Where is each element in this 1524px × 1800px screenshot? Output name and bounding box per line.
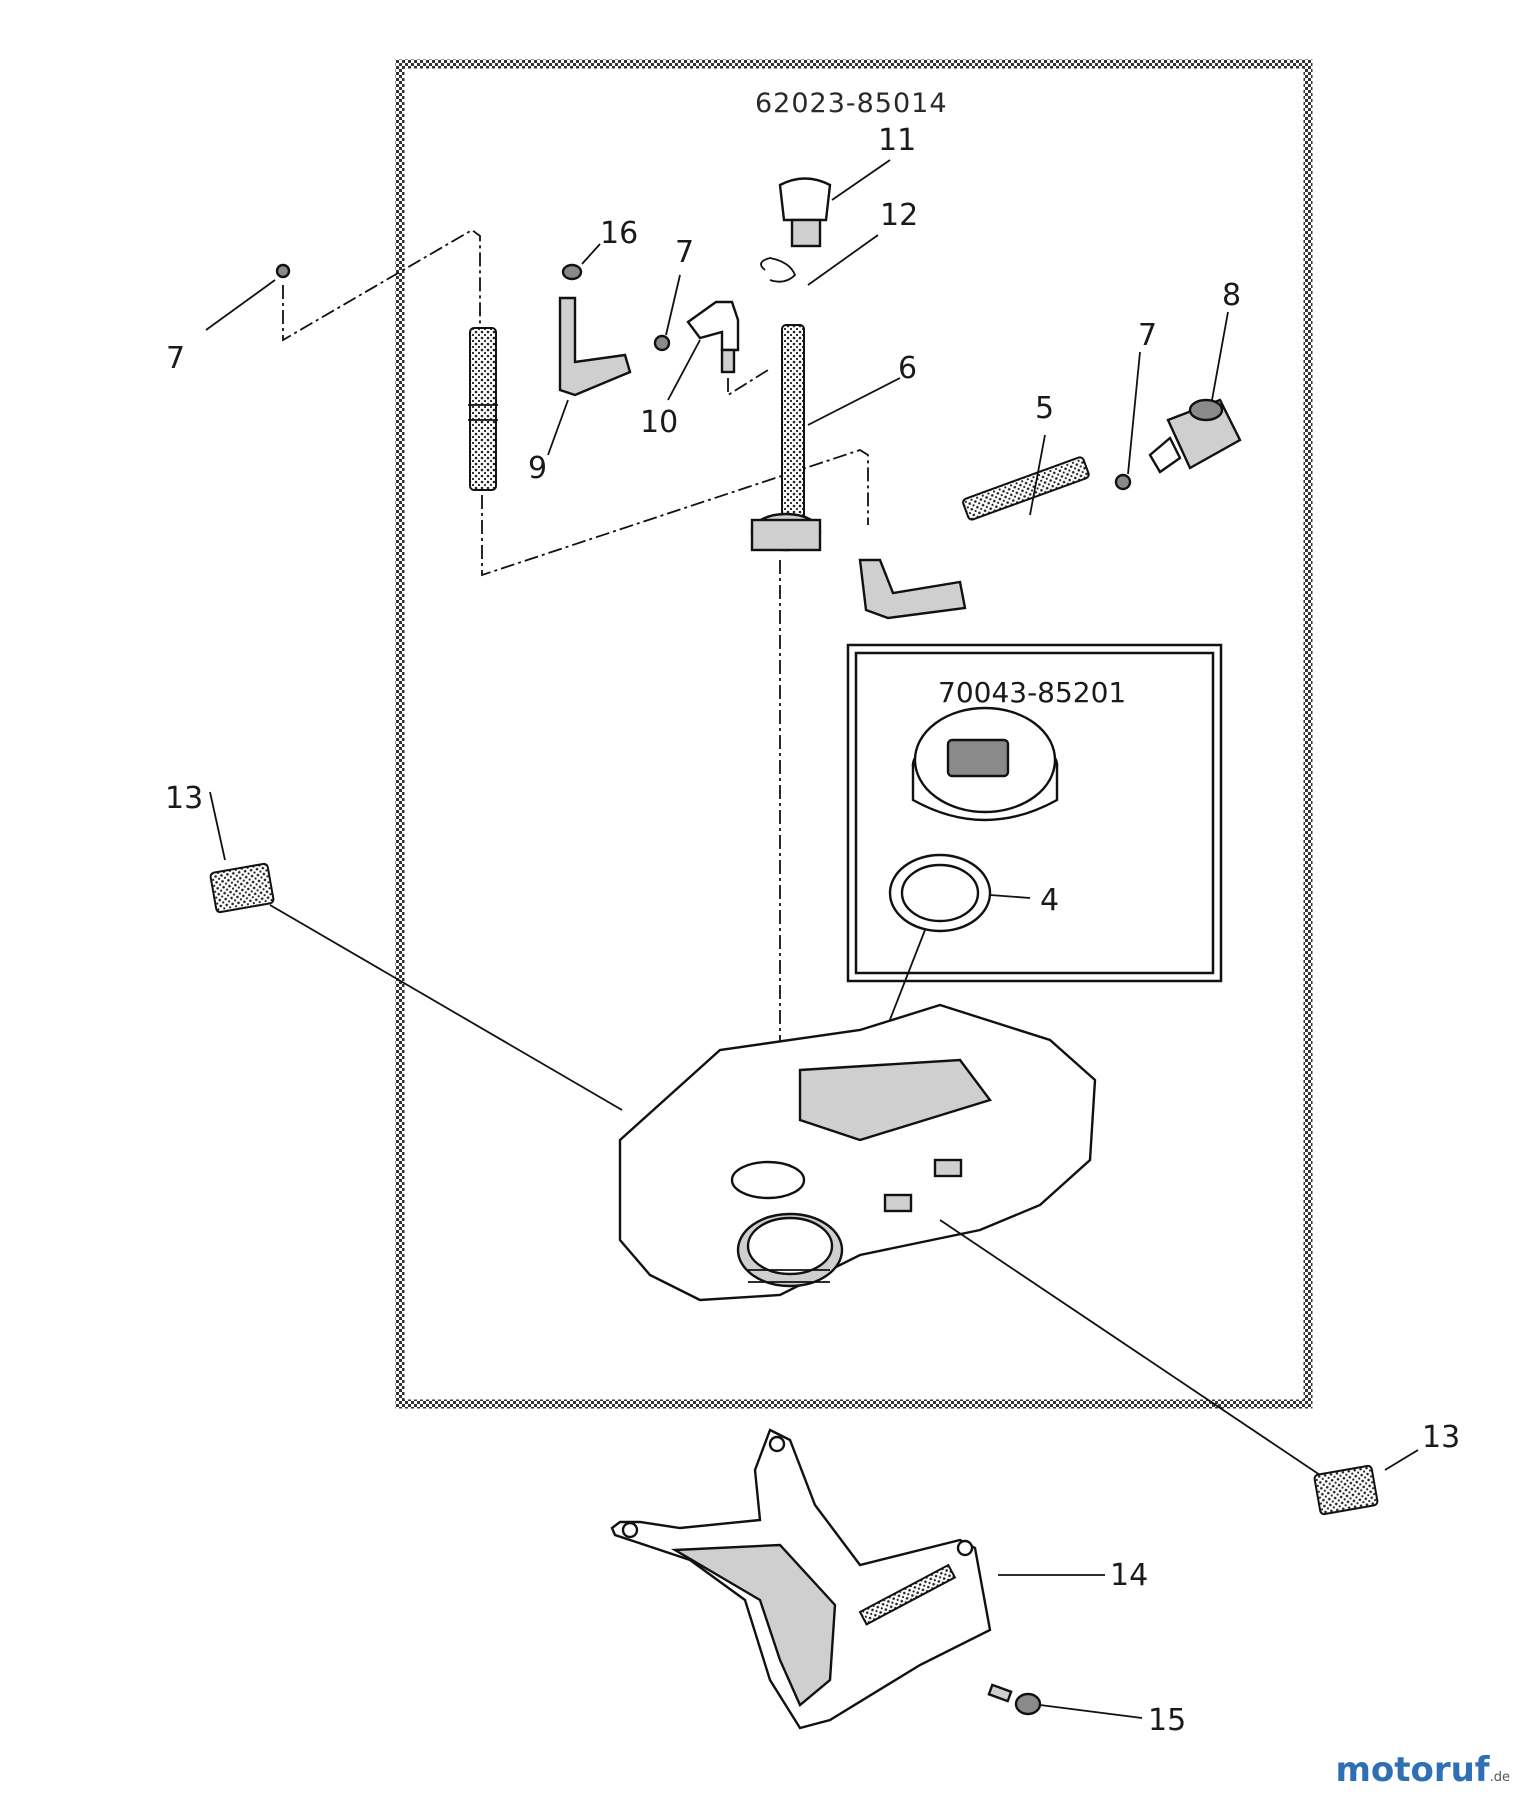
leader-15 (1039, 1704, 1143, 1719)
assembly-path-mount-left (269, 904, 623, 1111)
cap-kit-code: 70043-85201 (938, 676, 1126, 709)
callout-9: 9 (528, 451, 547, 486)
assembly-path-fitting (727, 369, 769, 397)
callout-7-left: 7 (166, 341, 185, 376)
assembly-path-left (282, 228, 481, 342)
part-5-bend (858, 558, 967, 620)
leader-13-left (209, 791, 226, 861)
cap-kit-frame (846, 643, 1223, 983)
callout-13-right: 13 (1422, 1420, 1460, 1455)
leader-16 (581, 243, 601, 265)
fuel-hose-straight (469, 327, 497, 491)
filter-body (790, 218, 822, 248)
leader-7-left (205, 279, 276, 331)
part-5-fuel-hose (962, 456, 1090, 521)
part-4-cap-gasket (888, 853, 992, 933)
callout-13-left: 13 (165, 781, 203, 816)
part-7-nut-right (1114, 473, 1132, 491)
part-16-cap (561, 263, 583, 281)
callout-6: 6 (898, 351, 917, 386)
leader-12 (807, 234, 879, 286)
callout-12: 12 (880, 198, 918, 233)
callout-8: 8 (1222, 278, 1241, 313)
leader-7-right (1127, 351, 1141, 475)
callout-4: 4 (1040, 883, 1059, 918)
fuel-cap (911, 706, 1059, 822)
callout-14: 14 (1110, 1558, 1148, 1593)
part-6-tube (781, 324, 805, 526)
leader-13-right (1384, 1449, 1419, 1471)
part-7-nut-left (275, 263, 291, 279)
part-15-screw (987, 1683, 1042, 1716)
callout-7-right: 7 (1138, 318, 1157, 353)
leader-9 (547, 399, 569, 456)
fuel-tank (618, 1003, 1097, 1302)
callout-16: 16 (600, 216, 638, 251)
callout-11: 11 (878, 123, 916, 158)
outer-assembly-frame (395, 59, 1313, 1409)
watermark-tld: .de (1489, 1770, 1510, 1785)
leader-11 (831, 159, 891, 201)
outer-assembly-code: 62023-85014 (755, 88, 948, 119)
filter-nozzle (1148, 436, 1182, 474)
leader-10 (667, 339, 701, 401)
grommet-body (750, 518, 822, 552)
part-13-mount-right (1313, 1464, 1379, 1516)
part-12-clip (760, 257, 797, 283)
part-9-elbow-hose (558, 296, 632, 397)
leader-4 (989, 894, 1031, 899)
part-13-mount-left (209, 862, 275, 914)
callout-5: 5 (1035, 391, 1054, 426)
leader-8 (1211, 311, 1229, 401)
assembly-path-mount-right (939, 1219, 1321, 1476)
filter-top (1188, 398, 1224, 422)
leader-5 (1029, 434, 1046, 516)
callout-7-mid: 7 (675, 235, 694, 270)
part-14-tank-bracket (610, 1428, 992, 1730)
callout-15: 15 (1148, 1703, 1186, 1738)
watermark-brand: motoruf (1335, 1750, 1490, 1790)
assembly-path-bottom (481, 449, 869, 577)
watermark-logo: motoruf.de (1335, 1750, 1510, 1790)
part-7-nut-mid (653, 334, 671, 352)
part-11-fuel-filter-cap (778, 177, 832, 222)
fitting-stub (720, 348, 736, 374)
callout-10: 10 (640, 405, 678, 440)
part-10-elbow-fitting (686, 300, 740, 352)
leader-6 (807, 377, 901, 426)
leader-7-mid (665, 274, 681, 336)
